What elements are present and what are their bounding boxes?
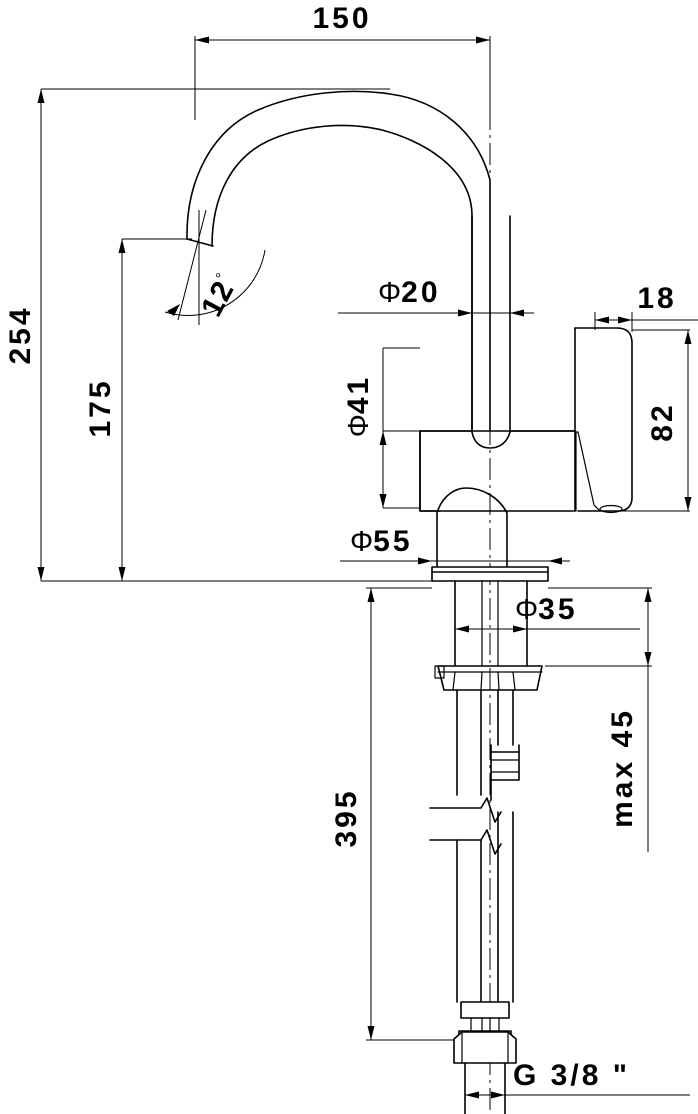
- dimension-hose-length: 395: [330, 587, 454, 1041]
- arrow-18-right: [618, 316, 632, 324]
- dim-label-175: 175: [84, 378, 117, 437]
- arrow-phi35-right: [513, 625, 527, 633]
- handle-lever: [574, 327, 633, 512]
- dimension-handle-height: 82: [620, 329, 692, 512]
- arrow-175-bottom: [118, 567, 126, 581]
- arrow-angle-arc: [167, 304, 180, 316]
- arrow-254-top: [37, 89, 45, 103]
- dim-label-phi41: Φ41: [342, 375, 375, 438]
- union-nut-hex: [453, 1031, 517, 1064]
- arrow-phi55-right: [548, 557, 562, 565]
- dimension-base-diameter: Φ55: [340, 525, 570, 565]
- dimension-body-diameter: Φ41: [342, 347, 420, 509]
- arrow-82-bottom: [684, 497, 692, 511]
- column-base-fillet: [471, 431, 511, 449]
- angle-arc: [164, 249, 266, 316]
- arrow-395-top: [367, 588, 375, 602]
- dimension-total-height: 254: [4, 88, 432, 582]
- break-line-upper: [429, 797, 502, 823]
- base-dome: [436, 487, 508, 573]
- mounting-nut-rib-1: [452, 671, 456, 691]
- arrow-18-left: [595, 316, 609, 324]
- dim-label-phi55: Φ55: [350, 525, 413, 558]
- mounting-nut-body: [437, 665, 543, 691]
- body-block: [419, 430, 441, 512]
- break-line-lower: [429, 829, 502, 855]
- dimension-handle-width: 18: [594, 282, 698, 332]
- spout-tip-face: [186, 238, 214, 247]
- arrow-395-bottom: [367, 1026, 375, 1040]
- dim-label-254: 254: [4, 305, 37, 364]
- arrow-45-bottom: [644, 652, 652, 666]
- dim-label-150: 150: [312, 2, 371, 35]
- dim-label-395: 395: [330, 788, 363, 847]
- dim-label-max45: max 45: [606, 708, 639, 828]
- mounting-nut-rib-4: [512, 671, 516, 691]
- arrow-phi41-top: [379, 431, 387, 445]
- mounting-nut-rib-2: [480, 671, 483, 691]
- arrow-phi20-left: [458, 309, 472, 317]
- dim-label-thread: G 3/8 ": [513, 1059, 630, 1092]
- arrow-phi20-right: [510, 309, 524, 317]
- arrow-150-right: [476, 36, 490, 44]
- angle-axis-line: [177, 209, 207, 321]
- arrow-thread-left: [465, 1091, 479, 1099]
- arrow-thread-right: [491, 1091, 505, 1099]
- arrow-254-bottom: [37, 567, 45, 581]
- handle-bottom-ellipse: [599, 504, 623, 514]
- mounting-nut-tab-left: [434, 665, 445, 679]
- dimension-spout-reach: 150: [194, 2, 491, 120]
- base-flange-plate: [431, 566, 549, 582]
- dimension-spout-height: 175: [84, 238, 192, 581]
- dimension-aerator-angle: 12°: [164, 209, 266, 325]
- arrow-45-top: [644, 588, 652, 602]
- faucet-body-geometry: [186, 90, 633, 1114]
- dim-label-18: 18: [637, 282, 676, 315]
- arrow-phi55-left: [418, 557, 432, 565]
- hose-coupling-nut: [490, 751, 520, 781]
- mounting-nut-rib-3: [497, 671, 500, 691]
- dimension-shank-diameter: Φ35: [455, 593, 640, 633]
- dimension-thread-size: G 3/8 ": [464, 1059, 690, 1100]
- spout-inner-arc: [211, 124, 473, 431]
- handle-bevel-detail: [575, 431, 601, 512]
- arrow-150-left: [195, 36, 209, 44]
- spout-outer-arc: [186, 90, 491, 431]
- dim-label-phi35: Φ35: [515, 593, 578, 626]
- arrow-175-top: [118, 239, 126, 253]
- dim-label-phi20: Φ20: [378, 276, 441, 309]
- arrow-phi35-left: [455, 625, 469, 633]
- dimension-max-mount-thickness: max 45: [545, 587, 652, 852]
- arrow-82-top: [684, 330, 692, 344]
- hose-end-ferrule: [460, 1001, 510, 1019]
- dim-label-82: 82: [646, 402, 679, 441]
- arrow-phi41-bottom: [379, 494, 387, 508]
- dimension-column-diameter: Φ20: [338, 276, 534, 317]
